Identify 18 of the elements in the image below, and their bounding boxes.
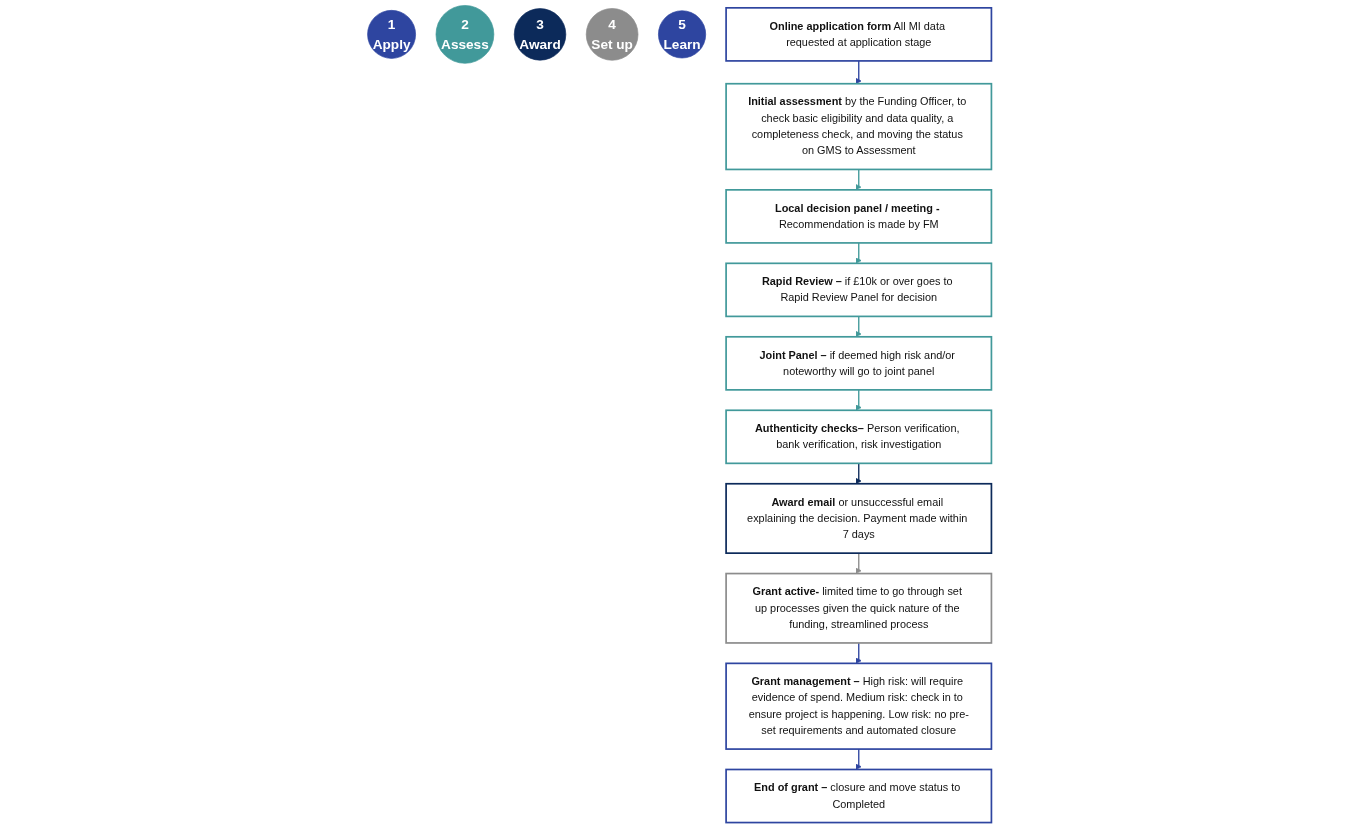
node-circle: 2 Assess (435, 5, 495, 64)
node-circle: 3 Award (513, 8, 567, 61)
node-circle: 5 Learn (658, 10, 707, 59)
node-box: Grant management – High risk: will require evidence of spend. Medium risk: check in to ensure project is happening. Low risk: no pre-set requirements and automated closure (725, 662, 993, 750)
node-box: Online application form All MI data requested at application stage (725, 7, 993, 62)
node-circle: 1 Apply (367, 10, 416, 59)
node-box: Joint Panel – if deemed high risk and/or noteworthy will go to joint panel (725, 335, 993, 391)
node-box: Authenticity checks– Person verification, bank verification, risk investigation (725, 409, 993, 465)
arrow (855, 642, 862, 664)
node-box: Local decision panel / meeting - Recommendation is made by FM (725, 189, 993, 244)
arrow (855, 60, 862, 84)
arrow (855, 168, 862, 191)
node-box: Award email or unsuccessful email explaining the decision. Payment made within 7 days (725, 482, 993, 554)
node-box: Initial assessment by the Funding Officer, to check basic eligibility and data quality, a completeness check, and moving the status on GMS to Assessment (725, 82, 993, 171)
node-circle: 4 Set up (585, 8, 639, 61)
node-box: Rapid Review – if £10k or over goes to Rapid Review Panel for decision (725, 262, 993, 318)
node-box: End of grant – closure and move status to Completed (725, 768, 993, 824)
node-box: Grant active- limited time to go through set up processes given the quick nature of the funding, streamlined process (725, 572, 993, 644)
